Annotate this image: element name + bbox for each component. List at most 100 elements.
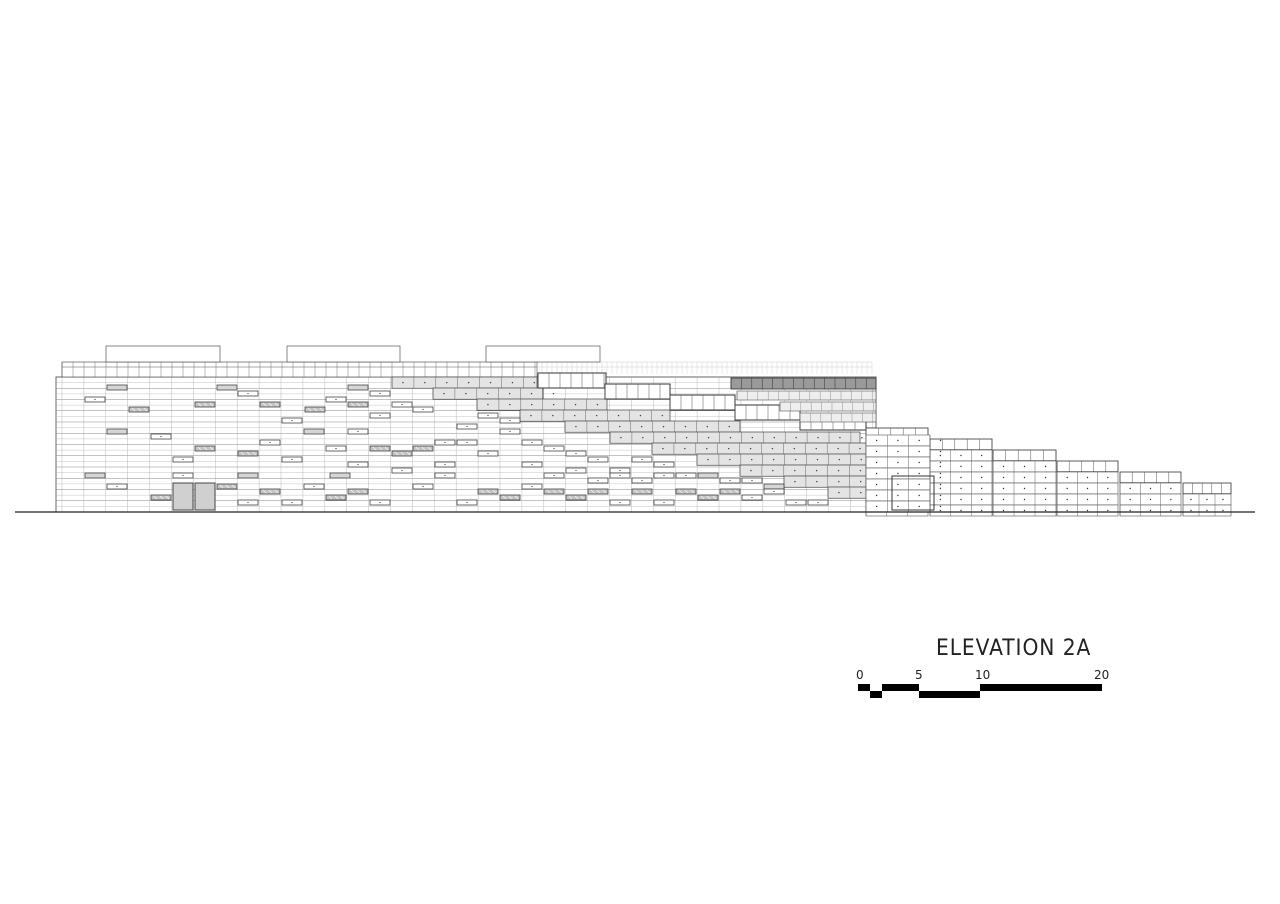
window-mark <box>662 425 665 428</box>
window-mark <box>685 474 687 477</box>
window-mark <box>816 480 818 483</box>
window-pattern-stroke <box>313 407 318 412</box>
window-mark <box>685 436 688 439</box>
window-mark <box>619 469 621 472</box>
window-grey <box>106 384 128 391</box>
window-pattern-stroke <box>712 495 717 500</box>
cladding-mark <box>1129 498 1131 501</box>
light-band <box>779 401 877 412</box>
window-mark <box>751 458 753 461</box>
window-pattern-stroke <box>209 402 214 407</box>
window-mark <box>619 425 621 428</box>
window-mark <box>531 441 533 444</box>
cladding-mark <box>1107 476 1109 479</box>
window-mark <box>424 381 426 384</box>
dark-band <box>730 377 877 390</box>
window-pattern-stroke <box>240 451 245 456</box>
window-pattern-stroke <box>646 489 651 494</box>
window-pattern-stroke <box>700 495 705 500</box>
cladding-mark <box>1044 509 1047 512</box>
window-patterned <box>259 401 281 408</box>
window-pattern-stroke <box>684 489 689 494</box>
window-patterned <box>412 445 434 452</box>
window-mark <box>509 419 511 422</box>
window-patterned <box>565 494 587 501</box>
cladding-mark <box>918 483 920 486</box>
cladding-mark <box>1066 498 1068 501</box>
window-mark <box>533 381 536 384</box>
window-mark <box>116 485 118 488</box>
cladding-mark <box>960 487 962 490</box>
cladding-mark <box>918 461 920 464</box>
cladding-mark <box>897 450 899 453</box>
window-mark <box>795 436 797 439</box>
window-mark <box>729 458 731 461</box>
window-mark <box>597 425 599 428</box>
window-mark <box>596 403 599 406</box>
window-mark <box>663 501 665 504</box>
window-mark <box>553 474 555 477</box>
window-patterned <box>325 494 347 501</box>
cladding-mark <box>980 454 983 457</box>
window-pattern-stroke <box>590 489 595 494</box>
window-mark <box>815 469 818 472</box>
window-pattern-stroke <box>734 489 739 494</box>
cladding-mark <box>918 472 920 475</box>
window-mark <box>379 414 381 417</box>
window-patterned <box>477 488 499 495</box>
lower-door-frame <box>891 475 935 511</box>
window-grey <box>329 472 351 479</box>
window-mark <box>773 490 775 493</box>
window-mark <box>861 436 863 439</box>
window-mark <box>160 435 162 438</box>
window-mark <box>729 436 732 439</box>
cladding-mark <box>1149 498 1152 501</box>
parapet-outline <box>61 361 538 378</box>
entrance-door <box>172 482 194 511</box>
window-pattern-stroke <box>319 407 324 412</box>
cladding-mark <box>1023 509 1026 512</box>
window-pattern-stroke <box>252 451 257 456</box>
cladding-mark <box>980 487 983 490</box>
window-pattern-stroke <box>602 489 607 494</box>
window-pattern-stroke <box>219 484 224 489</box>
window-mark <box>487 414 489 417</box>
entrance-door <box>194 482 216 511</box>
window-pattern-stroke <box>340 495 345 500</box>
cladding-mark <box>960 509 962 512</box>
window-pattern-stroke <box>480 489 485 494</box>
window-pattern-stroke <box>197 446 202 451</box>
drawing-title: ELEVATION 2A <box>936 636 1092 661</box>
cladding-mark <box>1170 509 1172 512</box>
window-mark <box>617 414 620 417</box>
window-pattern-stroke <box>262 402 267 407</box>
cladding-mark <box>960 476 962 479</box>
window-pattern-stroke <box>203 402 208 407</box>
window-mark <box>574 403 577 406</box>
cladding-mark <box>939 461 942 464</box>
window-patterned <box>237 450 259 457</box>
window-grey <box>84 472 106 479</box>
cladding-mark <box>939 439 942 442</box>
window-pattern-stroke <box>568 495 573 500</box>
window-pattern-stroke <box>143 407 148 412</box>
window-mark <box>531 463 533 466</box>
window-pattern-stroke <box>596 489 601 494</box>
window-pattern-stroke <box>203 446 208 451</box>
window-mark <box>487 403 489 406</box>
cladding-mark <box>939 454 942 457</box>
window-mark <box>641 458 643 461</box>
cladding-mark <box>897 505 899 508</box>
window-mark <box>531 485 533 488</box>
window-pattern-stroke <box>492 489 497 494</box>
cladding-mark <box>1066 476 1068 479</box>
window-grey <box>237 472 259 479</box>
window-mark <box>639 414 642 417</box>
window-mark <box>837 469 840 472</box>
scale-segment <box>919 691 980 698</box>
cladding-mark <box>1149 509 1152 512</box>
cladding-mark <box>1044 498 1047 501</box>
window-mark <box>771 447 774 450</box>
cladding-mark <box>1190 509 1192 512</box>
cladding-mark <box>939 476 942 479</box>
